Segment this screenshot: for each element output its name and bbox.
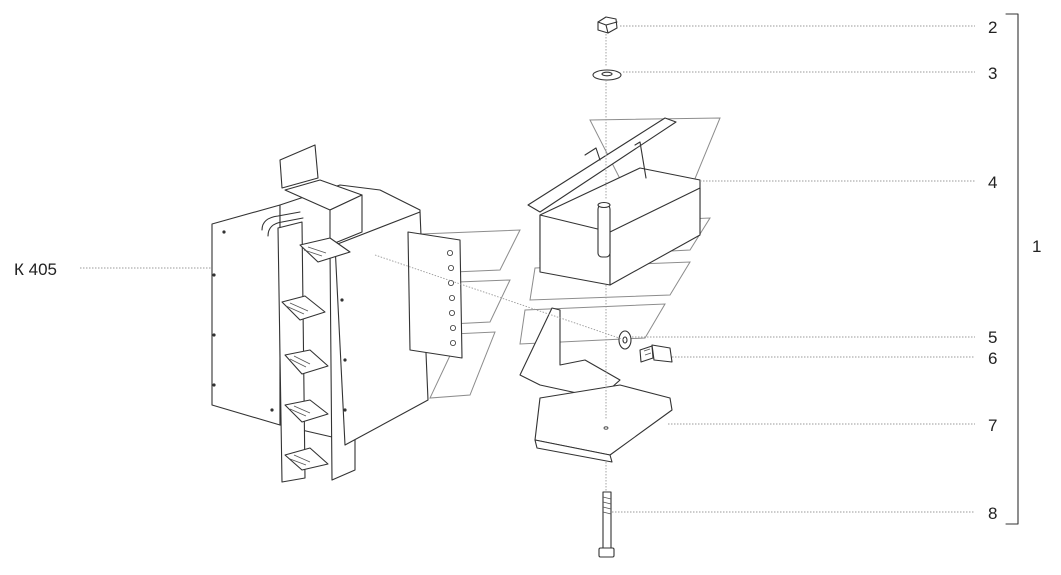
callout-8: 8 <box>988 504 997 523</box>
callout-7: 7 <box>988 416 997 435</box>
step-treads <box>281 237 351 471</box>
callout-labels: 2 3 4 5 6 7 8 1 К 405 <box>14 18 1041 523</box>
assembly-bracket <box>1005 13 1019 525</box>
assembly-axes <box>374 34 626 492</box>
bolt-part <box>639 344 673 363</box>
reference-label: К 405 <box>14 260 57 279</box>
callout-5: 5 <box>988 328 997 347</box>
step-ladder-assembly <box>211 144 463 483</box>
assembly-label: 1 <box>1032 237 1041 256</box>
callout-4: 4 <box>988 173 997 192</box>
callout-3: 3 <box>988 64 997 83</box>
washer-part <box>592 69 622 81</box>
mounting-bracket <box>519 307 673 463</box>
nut-part <box>597 16 618 34</box>
callout-6: 6 <box>988 349 997 368</box>
leader-lines <box>80 25 975 513</box>
bracket-holes <box>446 249 456 346</box>
battery-box <box>527 117 701 286</box>
long-bolt-part <box>598 491 615 558</box>
callout-2: 2 <box>988 18 997 37</box>
